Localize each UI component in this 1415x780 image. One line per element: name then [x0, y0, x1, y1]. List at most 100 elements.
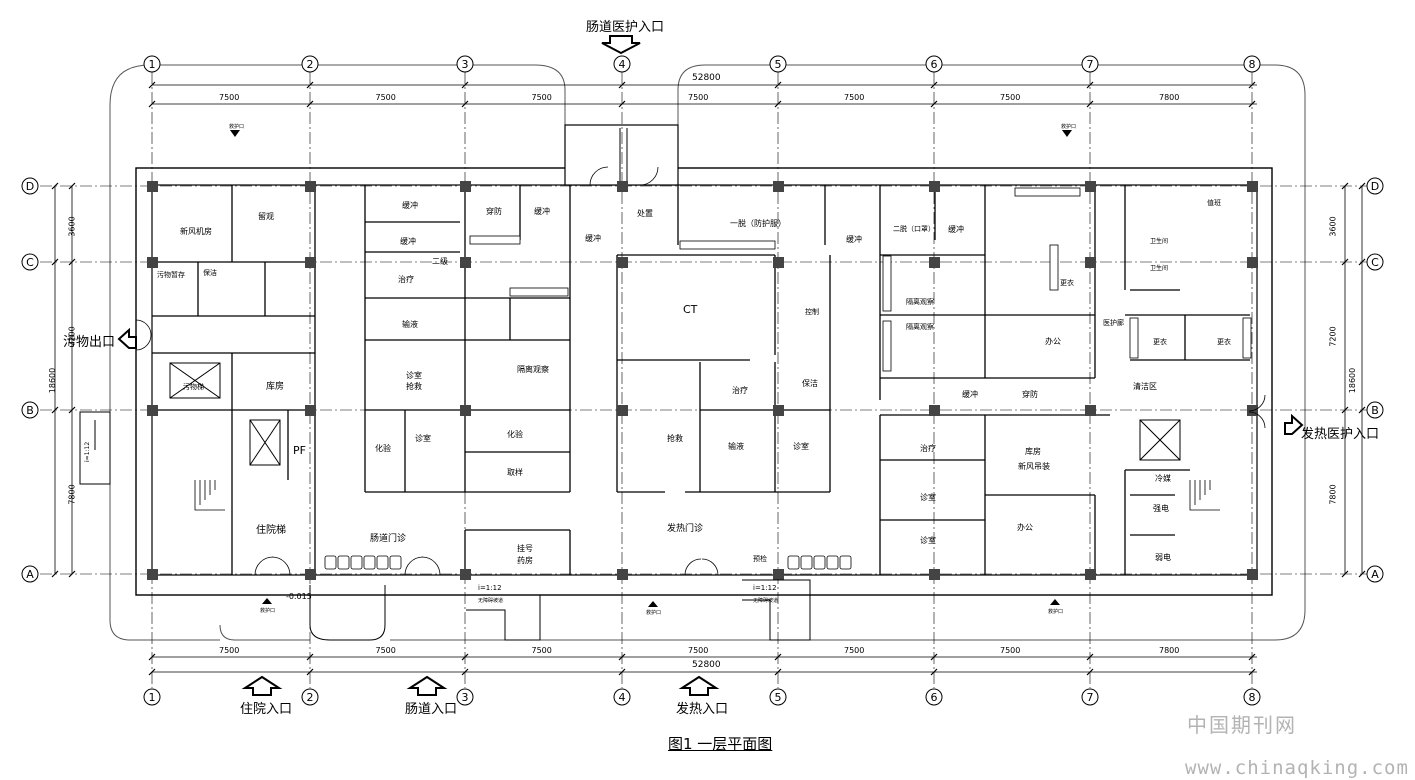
dimension-span-label: 7500	[688, 646, 709, 655]
structural-column	[1085, 181, 1096, 192]
axis-bubble-label: 2	[307, 58, 314, 71]
elevation-label: -0.015	[286, 592, 312, 601]
axis-bubble-label: 4	[619, 691, 626, 704]
elevator-shafts	[169, 362, 1181, 466]
dimension-tick	[930, 100, 938, 108]
dimension-tick	[461, 100, 469, 108]
dim-right-1: 3600	[1328, 216, 1338, 237]
room-huanchong-7: 缓冲	[962, 390, 978, 399]
dimension-tick	[148, 668, 156, 676]
room-kufang: 库房	[266, 382, 285, 392]
axis-bubble-label: 3	[462, 691, 469, 704]
entrance-bottom-1: 住院入口	[240, 702, 293, 717]
structural-column	[460, 569, 471, 580]
axis-bubble	[925, 55, 943, 73]
room-huanchong-5: 缓冲	[846, 235, 862, 244]
waiting-chair	[324, 555, 337, 570]
axis-bubble	[1081, 688, 1099, 706]
room-huanchong-1: 缓冲	[402, 201, 418, 210]
dimension-tick	[148, 81, 156, 89]
structural-column	[1085, 257, 1096, 268]
room-fare-menzhen: 发热门诊	[667, 524, 704, 534]
stairs	[194, 480, 1220, 511]
axis-bubble-label: A	[1371, 568, 1379, 581]
room-yihu-lang: 医护廊	[1103, 319, 1124, 327]
axis-bubble-label: 5	[775, 691, 782, 704]
dimension-span-label: 7800	[1159, 93, 1180, 102]
structural-column	[1247, 181, 1258, 192]
arrow-top	[601, 35, 641, 55]
structural-column	[929, 405, 940, 416]
axis-bubble	[613, 55, 631, 73]
dimension-tick	[1248, 653, 1256, 661]
room-ertuo: 二脱（口罩）	[893, 225, 935, 233]
ramp-label-mid: 无障碍坡道	[478, 598, 504, 604]
structural-column	[305, 405, 316, 416]
side-dimension-lines	[54, 186, 1363, 574]
axis-bubble	[1366, 177, 1384, 195]
dimension-tick	[1086, 100, 1094, 108]
axis-bubble-label: 6	[931, 58, 938, 71]
axis-bubble-label: 5	[775, 58, 782, 71]
dim-right-3: 7800	[1328, 484, 1338, 505]
site-outline	[109, 64, 1306, 641]
dimension-tick	[148, 100, 156, 108]
dimension-tick	[68, 570, 76, 578]
entrance-top-label: 肠道医护入口	[586, 20, 665, 35]
structural-column	[460, 181, 471, 192]
room-yituo: 一脱（防护服）	[730, 219, 786, 228]
axis-bubble	[21, 253, 39, 271]
room-zhiliao-1: 治疗	[398, 275, 414, 284]
dimension-span-label: 7500	[844, 93, 865, 102]
dimension-span-label: 7500	[1000, 93, 1021, 102]
room-zhiban: 值班	[1207, 199, 1221, 207]
dimension-tick	[51, 258, 59, 266]
ramps	[79, 411, 811, 641]
dimension-span-label: 7500	[1000, 646, 1021, 655]
axis-bubble-label: 6	[931, 691, 938, 704]
structural-column	[305, 257, 316, 268]
interior-walls	[152, 185, 1250, 575]
structural-column	[773, 569, 784, 580]
structural-column	[460, 405, 471, 416]
watermark-url: www.chinaqking.com	[1185, 757, 1409, 779]
room-qingjiequ: 清洁区	[1133, 382, 1157, 391]
dimension-tick	[1341, 182, 1349, 190]
dimension-tick	[1086, 668, 1094, 676]
waiting-chair	[389, 555, 402, 570]
axis-bubble-label: 7	[1087, 691, 1094, 704]
axis-bubble	[1366, 401, 1384, 419]
figure-caption: 图1 一层平面图	[668, 735, 773, 753]
waiting-chair	[826, 555, 839, 570]
dimension-span-label: 7500	[375, 93, 396, 102]
room-gengyi-2: 更衣	[1153, 338, 1167, 346]
entrance-bottom-2: 肠道入口	[405, 702, 458, 717]
watermark-cn: 中国期刊网	[1187, 713, 1297, 737]
dimension-span-label: 7500	[375, 646, 396, 655]
dimension-tick	[51, 182, 59, 190]
dimension-tick	[618, 100, 626, 108]
structural-column	[773, 405, 784, 416]
dimension-tick	[930, 668, 938, 676]
room-zhenshi-qiangjiu: 诊室 抢救	[406, 371, 422, 391]
structural-column	[617, 569, 628, 580]
room-changdao-menzhen: 肠道门诊	[370, 534, 407, 544]
room-huanchong-6: 缓冲	[948, 225, 964, 234]
dimension-tick	[68, 182, 76, 190]
axis-bubble-label: C	[1371, 256, 1379, 269]
dimension-tick	[1358, 406, 1366, 414]
dimension-tick	[461, 668, 469, 676]
room-wuwuti: 污物梯	[183, 383, 204, 391]
room-bangong-2: 办公	[1017, 523, 1033, 532]
dimension-tick	[1086, 81, 1094, 89]
dimension-tick	[1341, 570, 1349, 578]
ramp-slope-mid: i=1:12	[478, 584, 502, 592]
structural-column	[617, 405, 628, 416]
structural-column	[305, 181, 316, 192]
room-baojie-2: 保洁	[802, 379, 818, 388]
room-bangong-1: 办公	[1045, 337, 1061, 346]
axis-bubble	[613, 688, 631, 706]
structural-column	[147, 405, 158, 416]
arrow-left	[117, 327, 137, 349]
dimension-tick	[930, 653, 938, 661]
